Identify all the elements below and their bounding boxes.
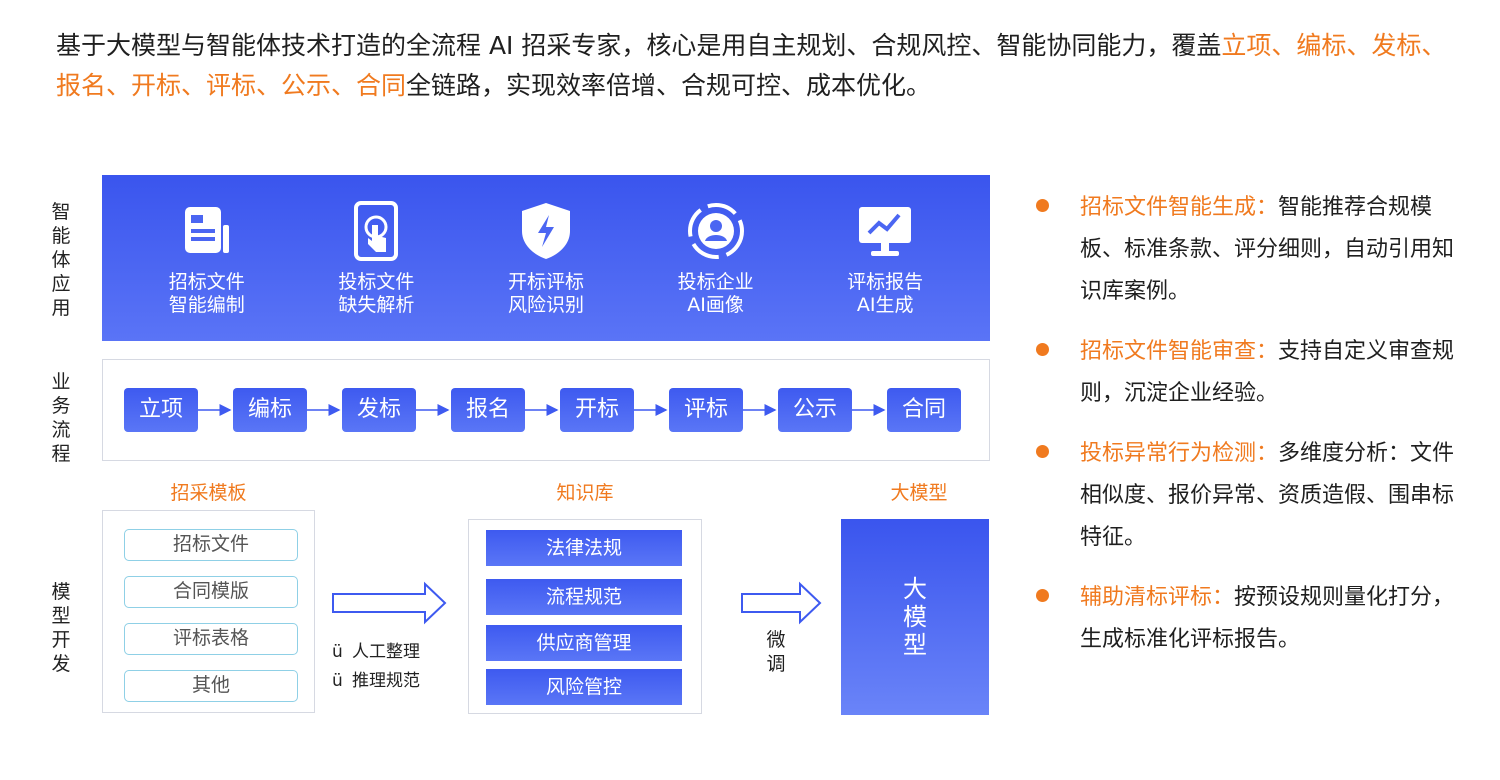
template-item[interactable]: 招标文件	[124, 529, 298, 561]
row-label-char: 业	[51, 371, 71, 393]
row-label-char: 用	[51, 297, 71, 319]
check-mark-icon: ü	[332, 671, 343, 691]
intro-part-1: 基于大模型与智能体技术打造的全流程 AI 招采专家，核心是用自主规划、合规风控、…	[56, 31, 1222, 60]
flow-step[interactable]: 合同	[887, 388, 961, 432]
flow-step[interactable]: 编标	[233, 388, 307, 432]
row-label-char: 流	[51, 419, 71, 441]
flow-panel	[102, 359, 990, 461]
big-arrow-templates-to-kb	[332, 581, 447, 625]
feature-item: 招标文件智能审查：支持自定义审查规则，沉淀企业经验。	[1036, 331, 1466, 415]
document-edit-icon	[184, 207, 229, 253]
row-label-char: 程	[51, 443, 71, 465]
flow-step[interactable]: 公示	[778, 388, 852, 432]
agent-label-line2: AI生成	[856, 294, 914, 316]
agent-item[interactable]: 投标企业 AI画像	[641, 199, 791, 317]
intro-part-2: 全链路，实现效率倍增、合规可控、成本优化。	[406, 71, 932, 100]
llm-char: 大	[903, 575, 927, 603]
row-label-char: 发	[51, 653, 71, 675]
shield-bolt-icon	[521, 203, 570, 259]
row-label-char: 型	[51, 605, 71, 627]
flow-step[interactable]: 报名	[451, 388, 525, 432]
flow-arrows	[197, 404, 886, 625]
knowledge-item[interactable]: 风险管控	[486, 669, 682, 705]
agent-label-line1: 投标企业	[677, 271, 754, 293]
agent-label-line2: 智能编制	[168, 294, 245, 316]
row-label-model: 模 型 开 发	[49, 580, 73, 676]
knowledge-item[interactable]: 法律法规	[486, 530, 682, 566]
user-profile-icon	[687, 203, 744, 259]
feature-title: 投标异常行为检测：	[1080, 441, 1279, 466]
feature-text: 支持自定义审查规则，沉淀企业经验。	[1080, 339, 1455, 406]
feature-item: 招标文件智能生成：智能推荐合规模板、标准条款、评分细则，自动引用知识库案例。	[1036, 187, 1466, 313]
feature-text: 智能推荐合规模板、标准条款、评分细则，自动引用知识库案例。	[1080, 195, 1455, 304]
agent-item[interactable]: 招标文件 智能编制	[132, 199, 282, 317]
llm-char: 型	[903, 631, 927, 659]
bullet-dot-icon	[1036, 343, 1049, 356]
templates-panel	[102, 510, 315, 713]
row-label-char: 体	[51, 249, 71, 271]
llm-title: 大模型	[890, 482, 948, 504]
bullet-dot-icon	[1036, 589, 1049, 602]
feature-text: 按预设规则量化打分，生成标准化评标报告。	[1080, 585, 1455, 652]
row-label-char: 务	[51, 395, 71, 417]
monitor-chart-icon	[859, 207, 912, 256]
knowledge-title: 知识库	[556, 482, 614, 504]
finetune-char: 微	[766, 629, 786, 651]
row-label-agent: 智 能 体 应 用	[49, 200, 73, 320]
flow-step[interactable]: 开标	[560, 388, 634, 432]
template-item[interactable]: 评标表格	[124, 623, 298, 655]
row-label-char: 能	[51, 225, 71, 247]
agent-label-line1: 开标评标	[507, 271, 584, 293]
row-label-char: 应	[51, 273, 71, 295]
agent-label-line2: AI画像	[687, 294, 744, 316]
arrow-note-text: 推理规范	[352, 671, 420, 691]
finetune-label: 微 调	[764, 628, 788, 676]
intro-highlight-2: 发标、报名、开标、评标、公示、合同	[56, 31, 1447, 100]
agent-label-line1: 招标文件	[168, 271, 245, 293]
flow-step[interactable]: 发标	[342, 388, 416, 432]
big-arrow-kb-to-llm	[741, 581, 822, 625]
bullet-dot-icon	[1036, 445, 1049, 458]
llm-char: 模	[903, 603, 927, 631]
tablet-touch-icon	[354, 201, 399, 261]
arrow-note-text: 人工整理	[352, 642, 420, 662]
flow-step[interactable]: 评标	[669, 388, 743, 432]
agent-label-line1: 投标文件	[338, 271, 415, 293]
row-label-char: 模	[51, 581, 71, 603]
arrow-note: ü 推理规范	[332, 666, 420, 691]
check-mark-icon: ü	[332, 642, 343, 662]
feature-item: 辅助清标评标：按预设规则量化打分，生成标准化评标报告。	[1036, 577, 1466, 661]
agent-label-line2: 风险识别	[507, 294, 584, 316]
templates-title: 招采模板	[170, 482, 247, 504]
bullet-dot-icon	[1036, 199, 1049, 212]
feature-title: 招标文件智能审查：	[1080, 339, 1279, 364]
flow-step[interactable]: 立项	[124, 388, 198, 432]
intro-text: 基于大模型与智能体技术打造的全流程 AI 招采专家，核心是用自主规划、合规风控、…	[56, 26, 1466, 106]
agent-item[interactable]: 评标报告 AI生成	[810, 199, 960, 317]
feature-item: 投标异常行为检测：多维度分析：文件相似度、报价异常、资质造假、围串标特征。	[1036, 433, 1466, 559]
feature-text: 多维度分析：文件相似度、报价异常、资质造假、围串标特征。	[1080, 441, 1455, 550]
knowledge-item[interactable]: 供应商管理	[486, 625, 682, 661]
knowledge-panel	[468, 519, 702, 714]
agent-label-line1: 评标报告	[847, 271, 924, 293]
finetune-char: 调	[766, 653, 786, 675]
template-item[interactable]: 合同模版	[124, 576, 298, 608]
feature-title: 辅助清标评标：	[1080, 585, 1235, 610]
row-label-char: 开	[51, 629, 71, 651]
knowledge-item[interactable]: 流程规范	[486, 579, 682, 615]
feature-title: 招标文件智能生成：	[1080, 195, 1279, 220]
llm-block[interactable]: 大 模 型	[841, 519, 989, 715]
agent-item[interactable]: 投标文件 缺失解析	[301, 199, 451, 317]
template-item[interactable]: 其他	[124, 670, 298, 702]
agent-panel: 招标文件 智能编制 投标文件 缺失解析 开标评标 风险识别 投标企业 AI画像	[102, 175, 990, 341]
agent-label-line2: 缺失解析	[338, 294, 415, 316]
arrow-note: ü 人工整理	[332, 637, 420, 662]
intro-highlight-1: 立项、编标、	[1221, 31, 1372, 60]
row-label-char: 智	[51, 201, 71, 223]
row-label-flow: 业 务 流 程	[49, 370, 73, 466]
agent-item[interactable]: 开标评标 风险识别	[471, 199, 621, 317]
